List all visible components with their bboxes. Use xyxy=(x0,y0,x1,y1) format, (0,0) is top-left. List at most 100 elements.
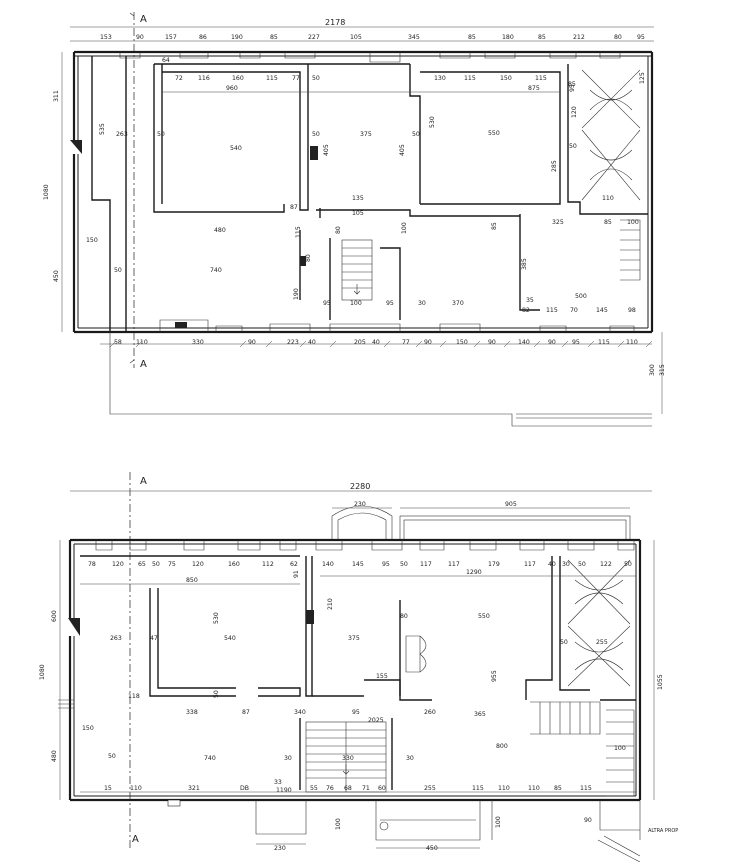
dim-label: 117 xyxy=(420,561,432,568)
dim-label: 70 xyxy=(570,307,578,314)
dim-label: 190 xyxy=(231,34,243,41)
dim-label: 40 xyxy=(372,339,380,346)
dim-label: 255 xyxy=(424,785,436,792)
dim-label: 130 xyxy=(434,75,446,82)
dim-label: 230 xyxy=(354,501,366,508)
dim-label: 2025 xyxy=(368,717,384,724)
dim-label: 50 xyxy=(560,639,568,646)
dim-label: 95 xyxy=(323,300,331,307)
dim-label: 300 xyxy=(649,364,656,376)
dim-label: 550 xyxy=(488,130,500,137)
dim-label: 145 xyxy=(352,561,364,568)
dim-label: 115 xyxy=(266,75,278,82)
dim-label: 30 xyxy=(562,561,570,568)
dim-label: 160 xyxy=(228,561,240,568)
dim-label: 50 xyxy=(152,561,160,568)
dim-label: 80 xyxy=(335,226,342,234)
dim-label: 100 xyxy=(401,222,408,234)
dim-label: 223 xyxy=(287,339,299,346)
dim-label: 95 xyxy=(569,84,576,92)
dim-label: 550 xyxy=(478,613,490,620)
dim-label: 1080 xyxy=(43,184,50,200)
dim-label: 30 xyxy=(418,300,426,307)
dim-label: 62 xyxy=(290,561,298,568)
dim-label: 100 xyxy=(350,300,362,307)
dim-label: 115 xyxy=(464,75,476,82)
dim-label: 90 xyxy=(548,339,556,346)
dim-label: 68 xyxy=(344,785,352,792)
bottom-room-labels: 91 210 263 47 540 530 375 80 550 50 255 … xyxy=(82,570,626,794)
dim-label: 116 xyxy=(198,75,210,82)
dim-label: 50 xyxy=(108,753,116,760)
dim-label: 80 xyxy=(305,254,312,262)
dim-label: 115 xyxy=(535,75,547,82)
dim-label: 345 xyxy=(408,34,420,41)
dim-label: 875 xyxy=(528,85,540,92)
dim-label: 95 xyxy=(386,300,394,307)
dim-label: 180 xyxy=(502,34,514,41)
dim-label: 91 xyxy=(293,570,300,578)
dim-label: 125 xyxy=(639,72,646,84)
dim-label: 122 xyxy=(600,561,612,568)
dim-label: 905 xyxy=(505,501,517,508)
dim-label: 450 xyxy=(53,270,60,282)
dim-label: 321 xyxy=(188,785,200,792)
dim-label: 98 xyxy=(628,307,636,314)
dim-label: 85 xyxy=(468,34,476,41)
dim-label: 71 xyxy=(362,785,370,792)
dim-label: 179 xyxy=(488,561,500,568)
dim-label: 105 xyxy=(350,34,362,41)
dim-label: 255 xyxy=(596,639,608,646)
dim-label: 75 xyxy=(168,561,176,568)
dim-label: 110 xyxy=(498,785,510,792)
dim-label: 230 xyxy=(274,845,286,852)
dim-label: 150 xyxy=(82,725,94,732)
dim-label: 90 xyxy=(488,339,496,346)
dim-label: 118 xyxy=(128,693,140,700)
dim-label: 72 xyxy=(175,75,183,82)
dim-label: 311 xyxy=(53,90,60,102)
dim-label: 58 xyxy=(114,339,122,346)
dim-label: 86 xyxy=(199,34,207,41)
dim-label: 47 xyxy=(150,635,158,642)
dim-label: 325 xyxy=(552,219,564,226)
dim-label: 95 xyxy=(352,709,360,716)
dim-label: 85 xyxy=(604,219,612,226)
dim-label: 210 xyxy=(327,598,334,610)
dim-label: 150 xyxy=(456,339,468,346)
dim-label: 330 xyxy=(192,339,204,346)
dim-label: 35 xyxy=(526,297,534,304)
dim-label: 95 xyxy=(382,561,390,568)
dim-label: 155 xyxy=(376,673,388,680)
dim-label: 160 xyxy=(232,75,244,82)
dim-label: 65 xyxy=(138,561,146,568)
dim-label: 50 xyxy=(114,267,122,274)
dim-label: 77 xyxy=(402,339,410,346)
dim-label: 110 xyxy=(130,785,142,792)
dim-label: 1190 xyxy=(276,787,292,794)
dim-label: 40 xyxy=(308,339,316,346)
dim-label: 205 xyxy=(354,339,366,346)
dim-label: 263 xyxy=(116,131,128,138)
dim-label: 117 xyxy=(448,561,460,568)
dim-label: 60 xyxy=(378,785,386,792)
dim-label: 50 xyxy=(624,561,632,568)
dim-label: 740 xyxy=(210,267,222,274)
dim-label: 405 xyxy=(323,144,330,156)
dim-label: 227 xyxy=(308,34,320,41)
dim-label: 85 xyxy=(491,222,498,230)
dim-label: 117 xyxy=(524,561,536,568)
dim-label: 80 xyxy=(400,613,408,620)
dim-label: 480 xyxy=(51,750,58,762)
dim-label: 30 xyxy=(406,755,414,762)
dim-label: 375 xyxy=(348,635,360,642)
dim-label: 112 xyxy=(262,561,274,568)
dim-label: 157 xyxy=(165,34,177,41)
dim-label: 15 xyxy=(104,785,112,792)
dim-label: 78 xyxy=(88,561,96,568)
dim-label: 110 xyxy=(528,785,540,792)
dim-label: 212 xyxy=(573,34,585,41)
dim-label: 110 xyxy=(136,339,148,346)
dim-label: 85 xyxy=(538,34,546,41)
